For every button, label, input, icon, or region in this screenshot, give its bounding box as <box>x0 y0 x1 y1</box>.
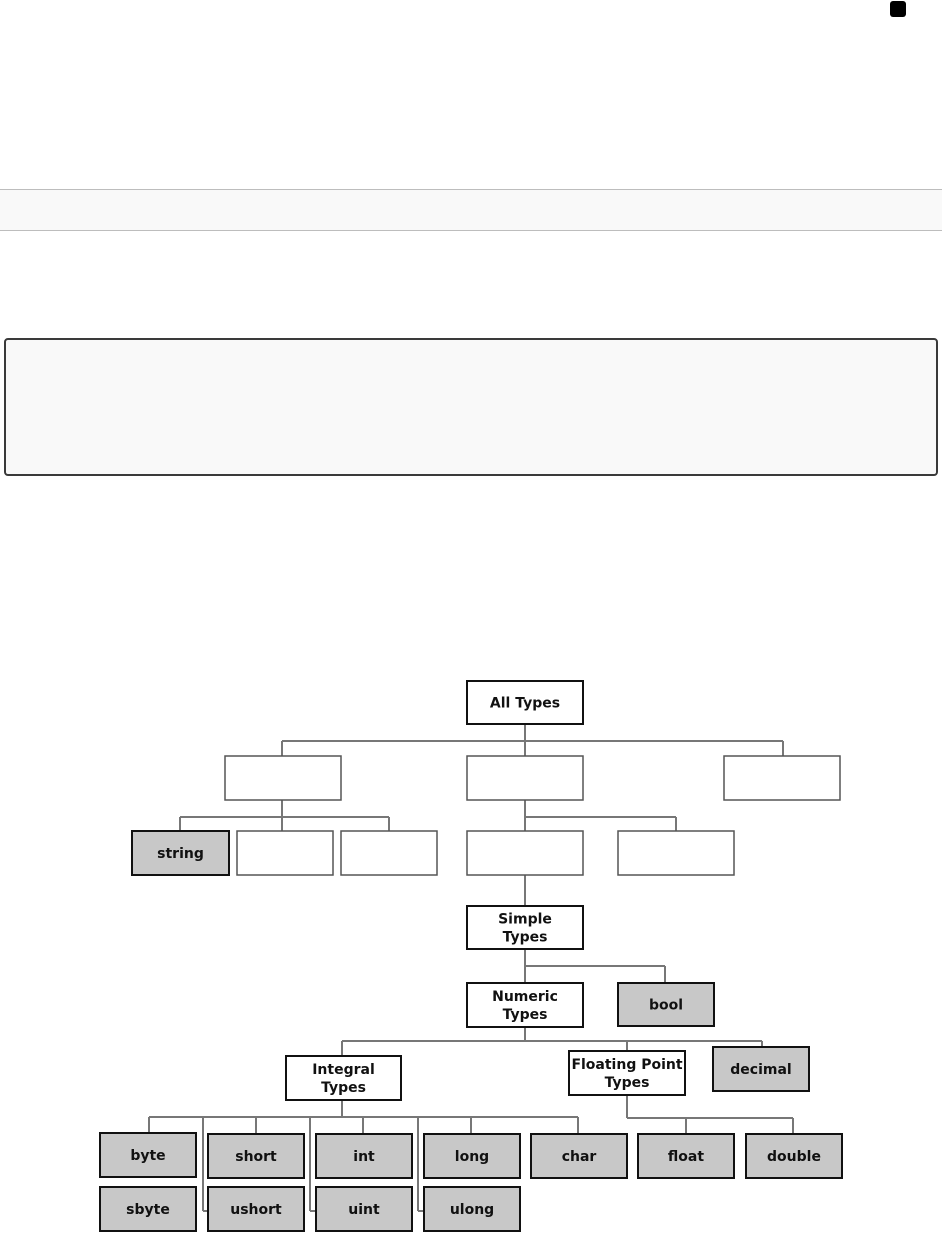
node-uint: uint <box>315 1186 413 1232</box>
node-label: ushort <box>230 1202 282 1218</box>
node-label: All Types <box>490 696 560 712</box>
node-label: sbyte <box>126 1202 170 1218</box>
node-bool: bool <box>617 982 715 1027</box>
node-byte: byte <box>99 1132 197 1178</box>
node-box <box>617 982 715 1027</box>
node-box <box>530 1133 628 1179</box>
node-box <box>617 830 735 876</box>
node-label: float <box>668 1149 704 1165</box>
node-box <box>423 1133 521 1179</box>
node-label: double <box>767 1149 821 1165</box>
node-box-left-2 <box>236 830 334 876</box>
node-box <box>423 1186 521 1232</box>
node-box <box>712 1046 810 1092</box>
node-box <box>99 1186 197 1232</box>
node-box <box>637 1133 735 1179</box>
node-label: uint <box>348 1202 380 1218</box>
node-box-left-3 <box>340 830 438 876</box>
node-box <box>315 1133 413 1179</box>
node-label: long <box>455 1149 489 1165</box>
node-box <box>236 830 334 876</box>
connector-layer <box>148 724 794 1212</box>
node-box-mid-3 <box>617 830 735 876</box>
node-box <box>745 1133 843 1179</box>
node-label: Integral <box>312 1062 375 1078</box>
text-panel <box>4 338 938 476</box>
node-box <box>466 680 584 725</box>
node-box <box>466 830 584 876</box>
node-label: Types <box>321 1080 366 1096</box>
node-box-mid-1 <box>466 755 584 801</box>
node-label: int <box>353 1149 375 1165</box>
node-label: ulong <box>450 1202 494 1218</box>
node-box <box>285 1055 402 1101</box>
toolbar-strip <box>0 189 942 231</box>
node-box <box>340 830 438 876</box>
stop-icon[interactable] <box>890 1 906 17</box>
node-decimal: decimal <box>712 1046 810 1092</box>
node-label: Types <box>503 1007 548 1023</box>
node-short: short <box>207 1133 305 1179</box>
node-int: int <box>315 1133 413 1179</box>
node-float: float <box>637 1133 735 1179</box>
node-label: Numeric <box>492 989 558 1005</box>
node-box <box>224 755 342 801</box>
node-box <box>315 1186 413 1232</box>
node-box-mid-2 <box>466 830 584 876</box>
node-string: string <box>131 830 230 876</box>
node-box <box>568 1050 686 1096</box>
node-label: decimal <box>730 1062 791 1078</box>
node-all-types: All Types <box>466 680 584 725</box>
node-box <box>466 982 584 1028</box>
node-label: short <box>235 1149 277 1165</box>
node-box <box>723 755 841 801</box>
node-box <box>131 830 230 876</box>
node-long: long <box>423 1133 521 1179</box>
node-ushort: ushort <box>207 1186 305 1232</box>
node-double: double <box>745 1133 843 1179</box>
node-ulong: ulong <box>423 1186 521 1232</box>
node-box <box>466 755 584 801</box>
node-label: Types <box>605 1075 650 1091</box>
node-box <box>207 1186 305 1232</box>
node-box-left-1 <box>224 755 342 801</box>
node-box <box>99 1132 197 1178</box>
node-label: char <box>562 1149 597 1165</box>
node-box-right-1 <box>723 755 841 801</box>
node-box <box>207 1133 305 1179</box>
node-layer: All TypesstringSimpleTypesNumericTypesbo… <box>99 680 843 1232</box>
node-label: string <box>157 846 204 862</box>
node-label: bool <box>649 998 683 1014</box>
node-char: char <box>530 1133 628 1179</box>
node-label: Simple <box>498 912 552 928</box>
node-label: Types <box>503 930 548 946</box>
node-label: byte <box>130 1148 165 1164</box>
node-sbyte: sbyte <box>99 1186 197 1232</box>
node-box <box>466 905 584 950</box>
node-label: Floating Point <box>571 1057 682 1073</box>
